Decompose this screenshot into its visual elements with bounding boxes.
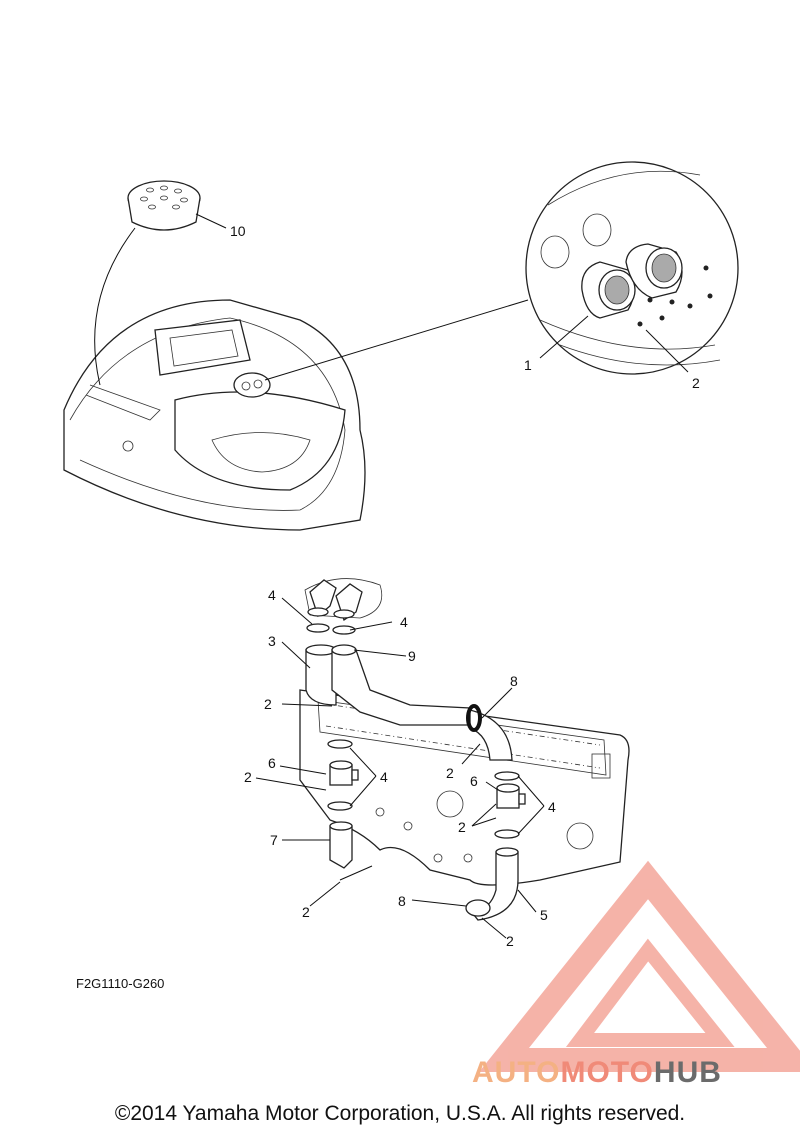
watercraft-deck bbox=[63, 299, 366, 531]
callout-7: 7 bbox=[270, 832, 278, 848]
leader-1 bbox=[539, 315, 589, 359]
clamp-8-lower bbox=[339, 865, 373, 881]
callout-8-upper: 8 bbox=[510, 673, 518, 689]
leader-deck-to-detail bbox=[264, 299, 529, 381]
watermark-auto: AUTO bbox=[472, 1056, 561, 1089]
figure-code: F2G1110-G260 bbox=[76, 976, 165, 991]
vent-duct-left bbox=[581, 261, 636, 319]
callout-3: 3 bbox=[268, 633, 276, 649]
leader-2-top bbox=[645, 329, 689, 373]
callout-10: 10 bbox=[230, 223, 246, 239]
callout-1: 1 bbox=[524, 357, 532, 373]
leader-10-to-deck bbox=[94, 227, 136, 386]
callout-4-top-left: 4 bbox=[268, 587, 276, 603]
callout-5: 5 bbox=[540, 907, 548, 923]
watermark-text: AUTOMOTOHUB bbox=[472, 1056, 722, 1090]
callout-2-right-clamp: 2 bbox=[458, 819, 466, 835]
callout-6-left: 6 bbox=[268, 755, 276, 771]
watermark-moto: MOTO bbox=[560, 1056, 654, 1089]
callout-9: 9 bbox=[408, 648, 416, 664]
callout-2-detail: 2 bbox=[692, 375, 700, 391]
duct-left-branch bbox=[305, 623, 513, 869]
callout-2-left-upper: 2 bbox=[264, 696, 272, 712]
hull-panel bbox=[299, 689, 630, 886]
duct-elbows-top bbox=[304, 578, 383, 622]
leader-lines-lower bbox=[255, 597, 545, 939]
vent-cap-part-10 bbox=[127, 180, 201, 231]
duct-right-branch bbox=[465, 771, 526, 921]
callout-2-left-clamp: 2 bbox=[244, 769, 252, 785]
copyright-notice: ©2014 Yamaha Motor Corporation, U.S.A. A… bbox=[114, 1102, 686, 1125]
vent-duct-right bbox=[625, 243, 683, 299]
callout-8-lower: 8 bbox=[398, 893, 406, 909]
leader-10 bbox=[195, 213, 227, 229]
watermark-hub: HUB bbox=[653, 1056, 722, 1089]
callout-labels: 10 1 2 4 4 3 9 8 2 6 2 4 2 6 4 2 7 2 8 5… bbox=[230, 223, 700, 949]
automotohub-logo bbox=[479, 860, 800, 1072]
callout-2-lower-left: 2 bbox=[302, 904, 310, 920]
callout-4-right-mid: 4 bbox=[548, 799, 556, 815]
callout-6-right: 6 bbox=[470, 773, 478, 789]
callout-2-lower-right: 2 bbox=[506, 933, 514, 949]
callout-2-right-upper: 2 bbox=[446, 765, 454, 781]
vent-detail-circle bbox=[525, 161, 739, 375]
callout-4-left-mid: 4 bbox=[380, 769, 388, 785]
callout-4-top-right: 4 bbox=[400, 614, 408, 630]
